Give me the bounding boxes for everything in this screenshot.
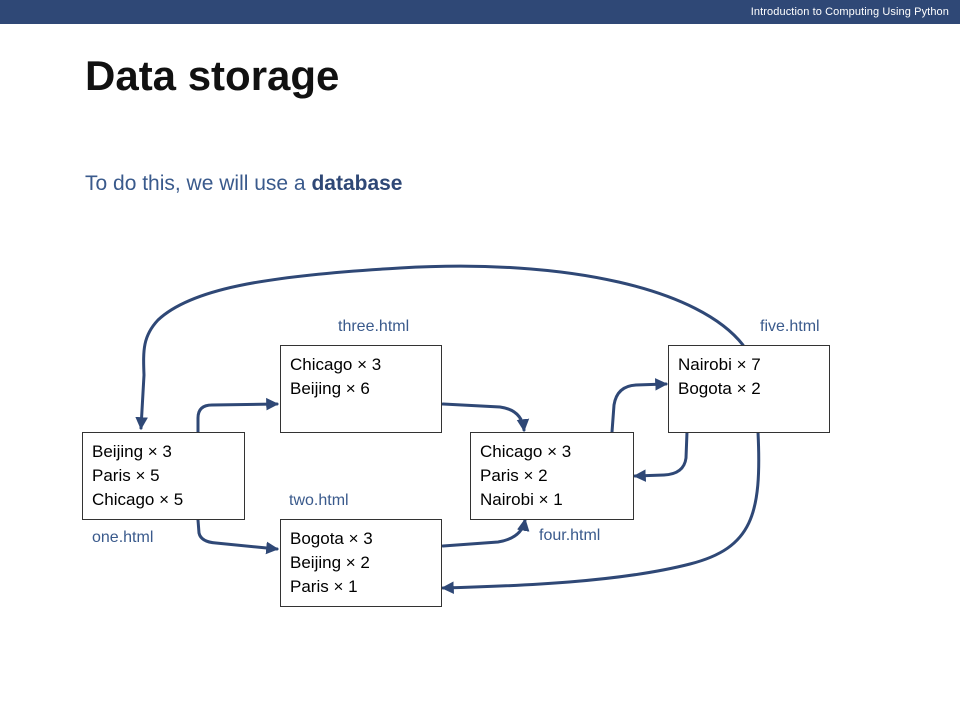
page-five-line-2: Bogota × 2 bbox=[678, 379, 761, 398]
page-one-line-3: Chicago × 5 bbox=[92, 490, 184, 509]
page-four-line-3: Nairobi × 1 bbox=[480, 490, 563, 509]
page-two-line-2: Beijing × 2 bbox=[290, 553, 370, 572]
page-three-line-2: Beijing × 6 bbox=[290, 379, 370, 398]
label-five-html: five.html bbox=[760, 318, 820, 335]
arrow-two-to-four bbox=[441, 518, 530, 548]
slide-title: Data storage bbox=[85, 52, 340, 99]
page-box-two: Bogota × 3 Beijing × 2 Paris × 1 bbox=[280, 519, 442, 607]
label-two-html: two.html bbox=[289, 492, 349, 509]
subtitle-emphasis: database bbox=[311, 172, 403, 195]
slide-subtitle: To do this, we will use a database bbox=[85, 172, 402, 196]
label-three-html: three.html bbox=[338, 318, 410, 335]
arrow-one-to-three bbox=[196, 397, 279, 434]
arrow-five-to-four bbox=[633, 430, 689, 482]
label-four-html: four.html bbox=[539, 527, 601, 544]
page-four-line-1: Chicago × 3 bbox=[480, 442, 572, 461]
arrow-five-to-two bbox=[441, 430, 761, 595]
header-bar: Introduction to Computing Using Python bbox=[0, 0, 960, 24]
course-title: Introduction to Computing Using Python bbox=[750, 6, 949, 18]
label-one-html: one.html bbox=[92, 529, 154, 546]
page-five-line-1: Nairobi × 7 bbox=[678, 355, 761, 374]
arrow-three-to-four bbox=[441, 402, 530, 432]
page-box-three: Chicago × 3 Beijing × 6 bbox=[280, 345, 442, 433]
page-box-one: Beijing × 3 Paris × 5 Chicago × 5 bbox=[82, 432, 245, 520]
page-box-five: Nairobi × 7 Bogota × 2 bbox=[668, 345, 830, 433]
subtitle-text: To do this, we will use a bbox=[85, 172, 312, 195]
page-two-line-1: Bogota × 3 bbox=[290, 529, 373, 548]
page-box-four: Chicago × 3 Paris × 2 Nairobi × 1 bbox=[470, 432, 634, 520]
arrow-five-to-one bbox=[135, 264, 745, 430]
arrow-one-to-two bbox=[196, 518, 279, 555]
page-two-line-3: Paris × 1 bbox=[290, 577, 358, 596]
arrow-four-to-five bbox=[610, 378, 668, 434]
page-one-line-1: Beijing × 3 bbox=[92, 442, 172, 461]
page-one-line-2: Paris × 5 bbox=[92, 466, 160, 485]
page-four-line-2: Paris × 2 bbox=[480, 466, 548, 485]
page-three-line-1: Chicago × 3 bbox=[290, 355, 382, 374]
